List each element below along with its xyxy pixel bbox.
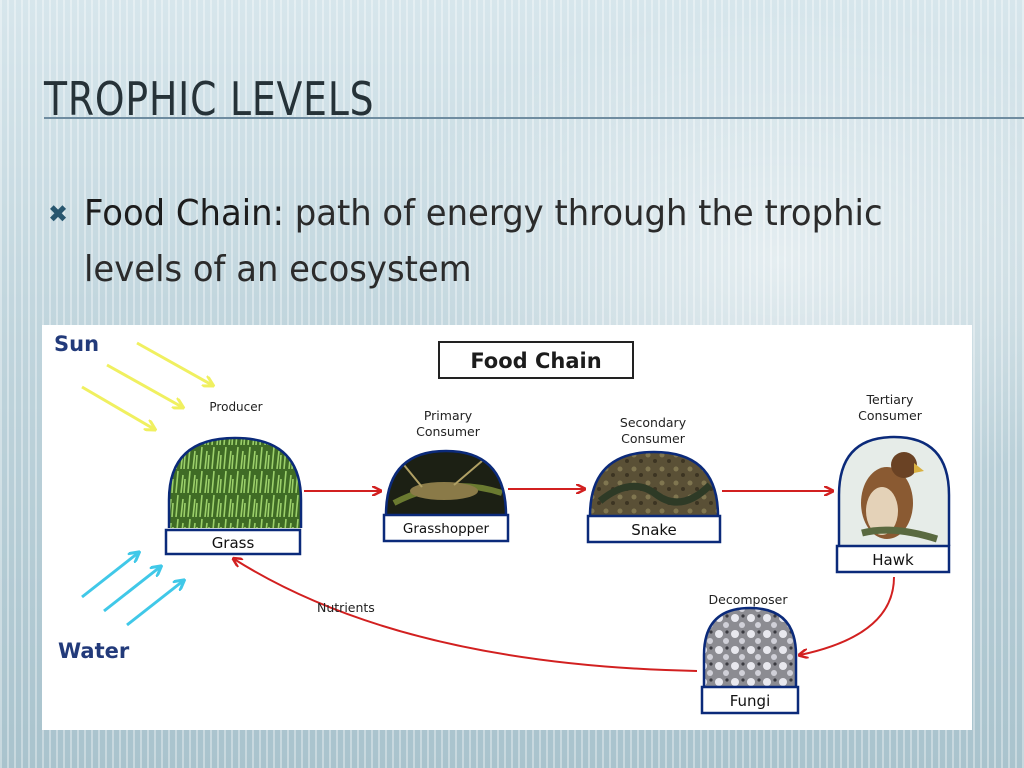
snake-node: Snake xyxy=(586,450,722,544)
bullet-x-icon: ✖ xyxy=(48,200,69,228)
food-chain-diagram: Sun Water Food Chain Producer Grass Prim… xyxy=(42,325,972,730)
grass-image xyxy=(169,438,301,528)
secondary-role-1: Secondary xyxy=(620,415,687,430)
secondary-role-2: Consumer xyxy=(621,431,686,446)
grass-node: Grass xyxy=(164,436,303,556)
tertiary-role-1: Tertiary xyxy=(866,392,915,407)
title-underline xyxy=(44,117,1024,119)
sun-rays xyxy=(81,341,212,429)
tertiary-role-2: Consumer xyxy=(858,408,923,423)
chain-arrows xyxy=(234,489,895,672)
bullet-definition: path of energy through the trophic level… xyxy=(84,193,883,290)
sun-label: Sun xyxy=(54,332,99,356)
water-arrows xyxy=(81,553,183,627)
producer-role: Producer xyxy=(209,400,262,414)
diagram-title: Food Chain xyxy=(470,349,601,373)
hawk-image xyxy=(839,437,949,546)
primary-role-2: Consumer xyxy=(416,424,481,439)
grass-label: Grass xyxy=(212,534,255,552)
grasshopper-label: Grasshopper xyxy=(403,521,490,537)
diagram-title-box xyxy=(438,341,634,379)
fungi-node: Fungi xyxy=(700,606,800,715)
primary-role-1: Primary xyxy=(424,408,473,423)
nutrients-label: Nutrients xyxy=(317,600,375,615)
grasshopper-node: Grasshopper xyxy=(382,449,510,543)
decomposer-role: Decomposer xyxy=(709,592,789,607)
fungi-image xyxy=(704,608,796,687)
fungi-label: Fungi xyxy=(730,692,771,710)
grasshopper-image xyxy=(386,451,506,515)
hawk-node: Hawk xyxy=(835,435,951,574)
arrow-fungi-to-grass xyxy=(234,559,698,672)
arrow-hawk-to-fungi xyxy=(800,576,895,655)
snake-image xyxy=(590,452,718,516)
water-label: Water xyxy=(58,639,130,663)
bullet-term: Food Chain: xyxy=(84,193,284,234)
bullet-text: Food Chain: path of energy through the t… xyxy=(84,186,930,298)
snake-label: Snake xyxy=(631,521,677,539)
food-chain-svg: Sun Water Food Chain Producer Grass Prim… xyxy=(54,332,951,715)
hawk-label: Hawk xyxy=(872,551,914,569)
